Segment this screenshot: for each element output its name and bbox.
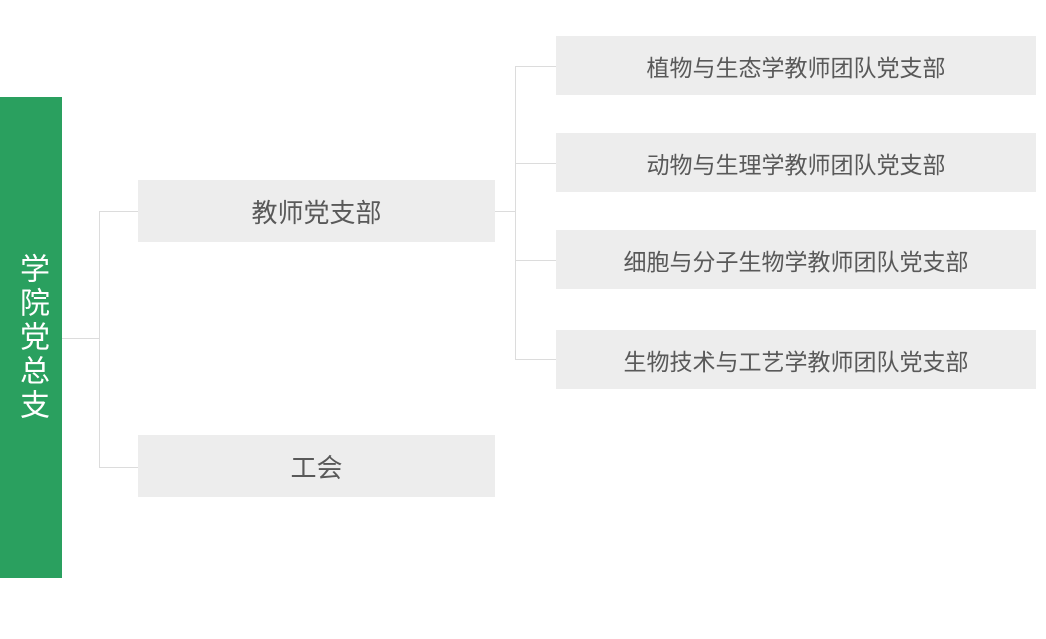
node-labor-union-label: 工会	[290, 452, 343, 483]
node-biotechnology-branch-label: 生物技术与工艺学教师团队党支部	[623, 348, 969, 375]
connector-branch-leaf-2	[515, 260, 557, 261]
node-teacher-party-branch[interactable]: 教师党支部	[138, 180, 495, 242]
node-labor-union[interactable]: 工会	[138, 435, 495, 497]
node-teacher-party-branch-label: 教师党支部	[251, 197, 382, 228]
connector-left-spine	[99, 211, 100, 468]
connector-branch-leaf-1	[515, 163, 557, 164]
connector-root-to-teacher-branch	[99, 211, 139, 212]
connector-teacher-stub	[495, 211, 516, 212]
connector-branch-leaf-3	[515, 359, 557, 360]
node-cell-molecular-biology-branch-label: 细胞与分子生物学教师团队党支部	[623, 248, 969, 275]
node-animal-physiology-branch[interactable]: 动物与生理学教师团队党支部	[556, 133, 1036, 192]
connector-right-spine	[515, 66, 516, 360]
root-node-label: 学院党总支	[15, 252, 48, 423]
connector-root-stub	[62, 338, 100, 339]
node-plant-ecology-branch-label: 植物与生态学教师团队党支部	[646, 54, 946, 81]
connector-branch-leaf-0	[515, 66, 557, 67]
node-cell-molecular-biology-branch[interactable]: 细胞与分子生物学教师团队党支部	[556, 230, 1036, 289]
root-node-college-party-branch[interactable]: 学院党总支	[0, 97, 62, 578]
node-animal-physiology-branch-label: 动物与生理学教师团队党支部	[646, 151, 946, 178]
node-biotechnology-branch[interactable]: 生物技术与工艺学教师团队党支部	[556, 330, 1036, 389]
node-plant-ecology-branch[interactable]: 植物与生态学教师团队党支部	[556, 36, 1036, 95]
connector-root-to-union-branch	[99, 467, 139, 468]
